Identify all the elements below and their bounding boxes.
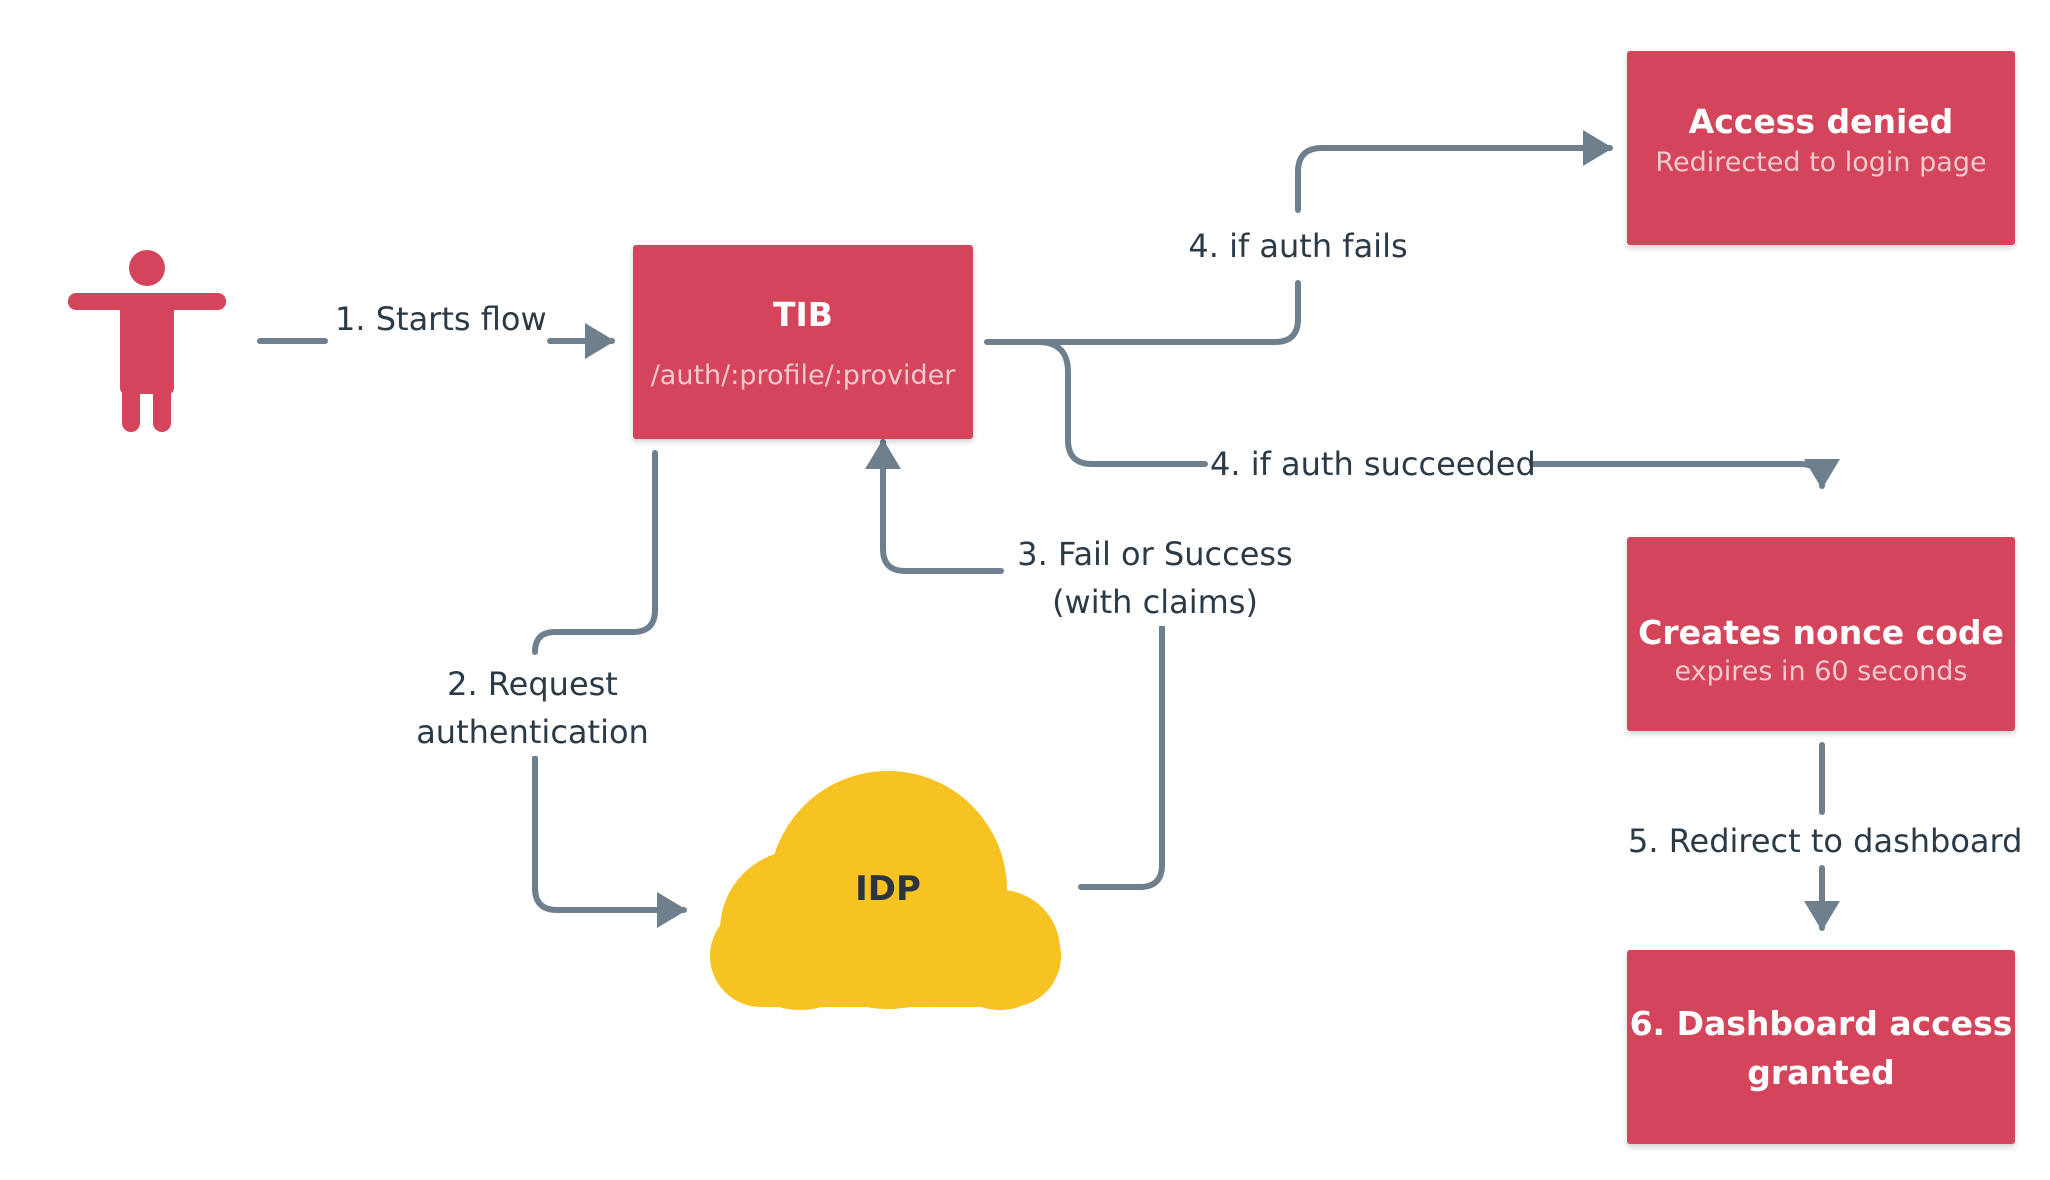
dashboard-title-line2: granted: [1747, 1053, 1895, 1092]
request-auth-label-line1: 2. Request: [425, 660, 640, 708]
dashboard-title-line1: 6. Dashboard access: [1629, 1004, 2013, 1043]
tib-subtitle: /auth/:profile/:provider: [650, 360, 956, 391]
tib-box: TIB /auth/:profile/:provider: [633, 245, 973, 439]
nonce-box: Creates nonce code expires in 60 seconds: [1627, 537, 2015, 731]
dashboard-box: 6. Dashboard access granted: [1627, 950, 2015, 1144]
nonce-title: Creates nonce code: [1638, 613, 2004, 652]
fail-success-label-line2: (with claims): [1045, 578, 1265, 626]
redirect-dashboard-label: 5. Redirect to dashboard: [1628, 817, 2022, 865]
request-auth-connector: [532, 450, 687, 928]
auth-succeeded-connector: [1035, 339, 1840, 489]
person-icon: [68, 250, 226, 432]
request-auth-label-line2: authentication: [410, 708, 655, 756]
nonce-subtitle: expires in 60 seconds: [1674, 656, 1968, 687]
fail-success-label-line1: 3. Fail or Success: [1010, 530, 1300, 578]
access-denied-subtitle: Redirected to login page: [1655, 147, 1987, 178]
auth-fails-label: 4. if auth fails: [1183, 222, 1413, 270]
starts-flow-label: 1. Starts flow: [335, 295, 547, 343]
access-denied-title: Access denied: [1688, 102, 1954, 141]
idp-title: IDP: [855, 869, 921, 909]
access-denied-box: Access denied Redirected to login page: [1627, 51, 2015, 245]
auth-fails-connector: [984, 130, 1613, 345]
cloud-icon: [710, 771, 1061, 1010]
auth-succeeded-label: 4. if auth succeeded: [1210, 440, 1536, 488]
tib-title: TIB: [773, 295, 833, 334]
fail-success-connector: [865, 439, 1165, 890]
